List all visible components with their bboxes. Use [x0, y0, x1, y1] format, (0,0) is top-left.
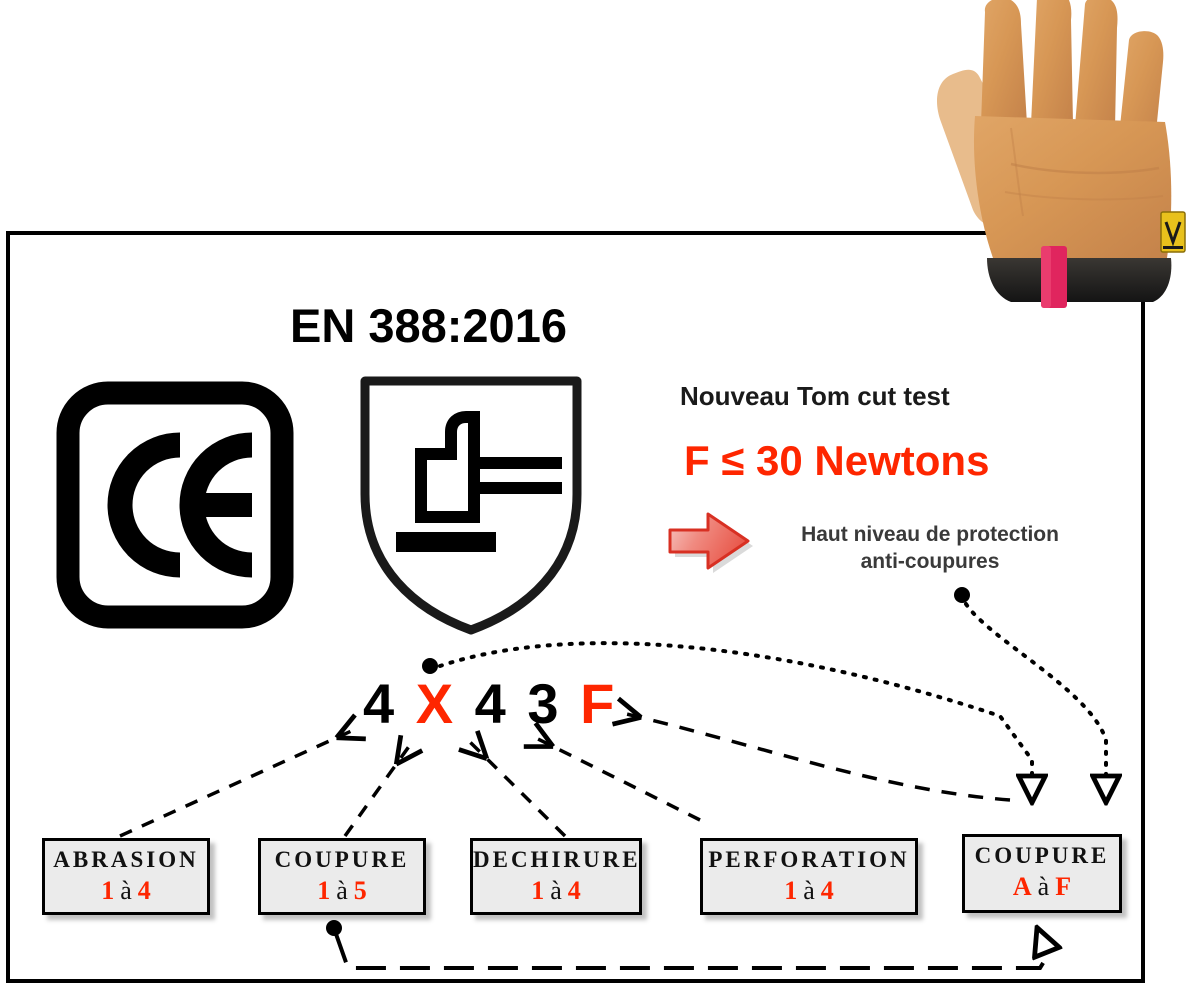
range-separator: à: [120, 876, 132, 905]
protection-note-line1: Haut niveau de protection: [801, 523, 1059, 546]
right-arrow-icon: [664, 508, 760, 576]
range-separator: à: [1037, 872, 1050, 901]
leather-work-glove-image: [915, 0, 1200, 348]
range-from: 1: [317, 876, 331, 905]
range-to: F: [1055, 872, 1072, 901]
en-performance-code: 4 X 4 3 F: [363, 671, 617, 736]
standard-title: EN 388:2016: [290, 299, 567, 352]
tom-cut-test-heading: Nouveau Tom cut test: [680, 381, 950, 411]
range-from: 1: [531, 876, 545, 905]
range-to: 5: [353, 876, 367, 905]
range-from: A: [1012, 872, 1032, 901]
code-char-tdm-cut: F: [580, 672, 618, 735]
code-char-abrasion: 4: [363, 672, 398, 735]
main-frame: [6, 231, 1145, 983]
protection-note: Haut niveau de protection anti-coupures: [770, 521, 1090, 576]
range-separator: à: [550, 876, 562, 905]
label-box-title: ABRASION: [53, 847, 199, 872]
label-box-title: PERFORATION: [708, 847, 910, 872]
label-box-title: DECHIRURE: [473, 847, 641, 872]
mechanical-hazard-shield-icon: [356, 372, 586, 637]
range-from: 1: [101, 876, 115, 905]
newton-threshold-value: F ≤ 30 Newtons: [684, 437, 990, 484]
range-separator: à: [336, 876, 348, 905]
label-box-title: COUPURE: [974, 843, 1110, 868]
code-char-puncture: 3: [527, 672, 562, 735]
range-to: 4: [820, 876, 834, 905]
range-to: 4: [137, 876, 151, 905]
range-to: 4: [567, 876, 581, 905]
ce-mark-icon: [56, 381, 294, 629]
range-from: 1: [784, 876, 798, 905]
protection-note-line2: anti-coupures: [860, 550, 1000, 574]
code-char-tear: 4: [474, 672, 509, 735]
code-char-cut-coupdetest: X: [415, 672, 457, 735]
range-separator: à: [803, 876, 815, 905]
label-box-title: COUPURE: [274, 847, 410, 872]
